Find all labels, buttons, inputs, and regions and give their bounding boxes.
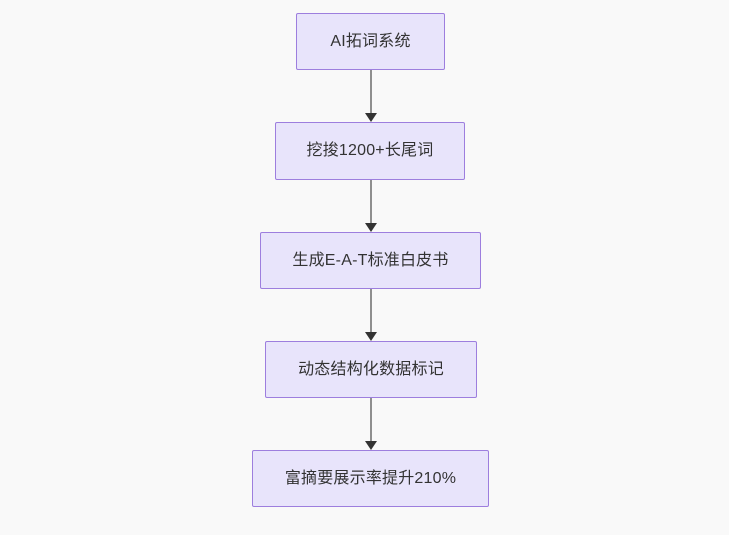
arrowhead-icon xyxy=(365,113,377,122)
node-label: 挖捘1200+长尾词 xyxy=(306,142,434,160)
arrowhead-icon xyxy=(365,223,377,232)
node-label: 富摘要展示率提升210% xyxy=(284,469,457,487)
flowchart-node-mine-longtail-keywords[interactable]: 挖捘1200+长尾词 xyxy=(275,122,465,180)
arrowhead-icon xyxy=(365,332,377,341)
connector-node4-to-node5 xyxy=(362,398,380,450)
connector-node1-to-node2 xyxy=(362,70,380,122)
connector-line xyxy=(370,180,372,223)
flowchart-node-dynamic-structured-data-markup[interactable]: 动态结构化数据标记 xyxy=(265,341,477,398)
node-label: AI拓词系统 xyxy=(330,32,411,50)
connector-node2-to-node3 xyxy=(362,180,380,232)
flowchart-node-ai-keyword-system[interactable]: AI拓词系统 xyxy=(296,13,445,70)
node-label: 生成E-A-T标准白皮书 xyxy=(292,251,449,269)
connector-line xyxy=(370,70,372,113)
connector-node3-to-node4 xyxy=(362,289,380,341)
flowchart-node-rich-snippet-rate-increase[interactable]: 富摘要展示率提升210% xyxy=(252,450,489,507)
flowchart-node-generate-eat-whitepaper[interactable]: 生成E-A-T标准白皮书 xyxy=(260,232,481,289)
node-label: 动态结构化数据标记 xyxy=(298,360,444,378)
connector-line xyxy=(370,289,372,332)
connector-line xyxy=(370,398,372,441)
arrowhead-icon xyxy=(365,441,377,450)
